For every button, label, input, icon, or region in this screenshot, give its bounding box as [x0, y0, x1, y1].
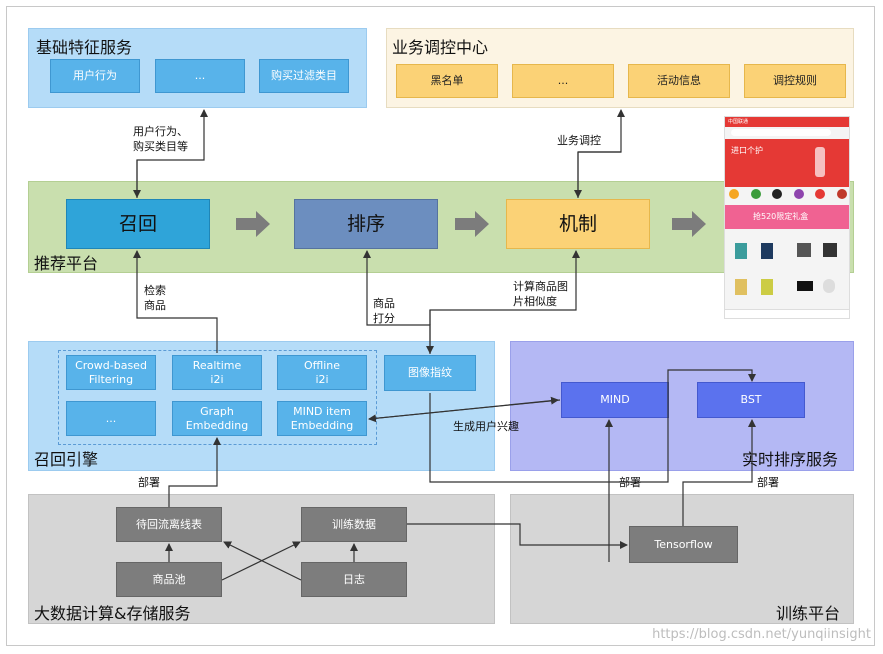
outer-frame [6, 6, 875, 646]
label-generate-interest: 生成用户兴趣 [453, 420, 519, 433]
rec-platform-title: 推荐平台 [34, 254, 99, 273]
rank-box-bst: BST [697, 382, 805, 418]
recall-box-crowd-filtering: Crowd-based Filtering [66, 355, 156, 390]
base-feature-title: 基础特征服务 [36, 38, 133, 57]
recall-box-graph-embedding: Graph Embedding [172, 401, 262, 436]
label-deploy-bst: 部署 [757, 476, 779, 489]
phone-icon-row [729, 189, 847, 201]
category-icon [729, 189, 739, 199]
biz-control-title: 业务调控中心 [392, 38, 489, 57]
training-box-tensorflow: Tensorflow [629, 526, 738, 563]
bigdata-box-training-data: 训练数据 [301, 507, 407, 542]
biz-box-activity: 活动信息 [628, 64, 730, 98]
recall-box-mind-embedding: MIND item Embedding [277, 401, 367, 436]
label-image-similarity: 计算商品图 片相似度 [513, 280, 568, 308]
category-icon [836, 189, 847, 199]
training-title: 训练平台 [776, 604, 841, 623]
label-deploy-recall: 部署 [138, 476, 160, 489]
rank-box-mind: MIND [561, 382, 669, 418]
feature-box-user-behavior: 用户行为 [50, 59, 140, 93]
phone-search-bar [731, 129, 831, 136]
category-icon [772, 189, 783, 199]
category-icon [793, 189, 804, 199]
label-item-score: 商品 打分 [373, 297, 395, 325]
phone-status-bar: 中国联通 [725, 117, 849, 127]
feature-box-purchase-filter: 购买过滤类目 [259, 59, 349, 93]
phone-product-grid [731, 235, 845, 305]
biz-box-rules: 调控规则 [744, 64, 846, 98]
label-deploy-mind: 部署 [619, 476, 641, 489]
phone-screenshot: 中国联通 进口个护 抢520限定礼盒 [724, 116, 850, 319]
stage-recall: 召回 [66, 199, 210, 249]
bigdata-title: 大数据计算&存储服务 [34, 604, 191, 623]
bigdata-box-offline-table: 待回流离线表 [116, 507, 222, 542]
label-biz-control: 业务调控 [557, 134, 601, 147]
flow-arrow-icon [236, 211, 270, 237]
category-icon [750, 189, 761, 199]
realtime-rank-title: 实时排序服务 [742, 450, 839, 469]
phone-banner: 进口个护 [725, 139, 849, 187]
recall-box-realtime-i2i: Realtime i2i [172, 355, 262, 390]
stage-ranking: 排序 [294, 199, 438, 249]
biz-box-blacklist: 黑名单 [396, 64, 498, 98]
bigdata-box-item-pool: 商品池 [116, 562, 222, 597]
recall-box-offline-i2i: Offline i2i [277, 355, 367, 390]
recall-engine-title: 召回引擎 [34, 450, 99, 469]
recall-box-ellipsis: ... [66, 401, 156, 436]
watermark: https://blog.csdn.net/yunqiinsight [652, 627, 871, 642]
image-fingerprint-box: 图像指纹 [384, 355, 476, 391]
phone-tab-bar [725, 309, 849, 318]
stage-mechanism: 机制 [506, 199, 650, 249]
biz-box-ellipsis: ... [512, 64, 614, 98]
phone-promo-banner: 抢520限定礼盒 [725, 205, 849, 229]
category-icon [815, 189, 826, 199]
flow-arrow-icon [455, 211, 489, 237]
bigdata-box-logs: 日志 [301, 562, 407, 597]
flow-arrow-icon [672, 211, 706, 237]
label-user-behavior: 用户行为、 购买类目等 [133, 125, 188, 153]
feature-box-ellipsis: ... [155, 59, 245, 93]
label-search-item: 检索 商品 [144, 284, 166, 312]
